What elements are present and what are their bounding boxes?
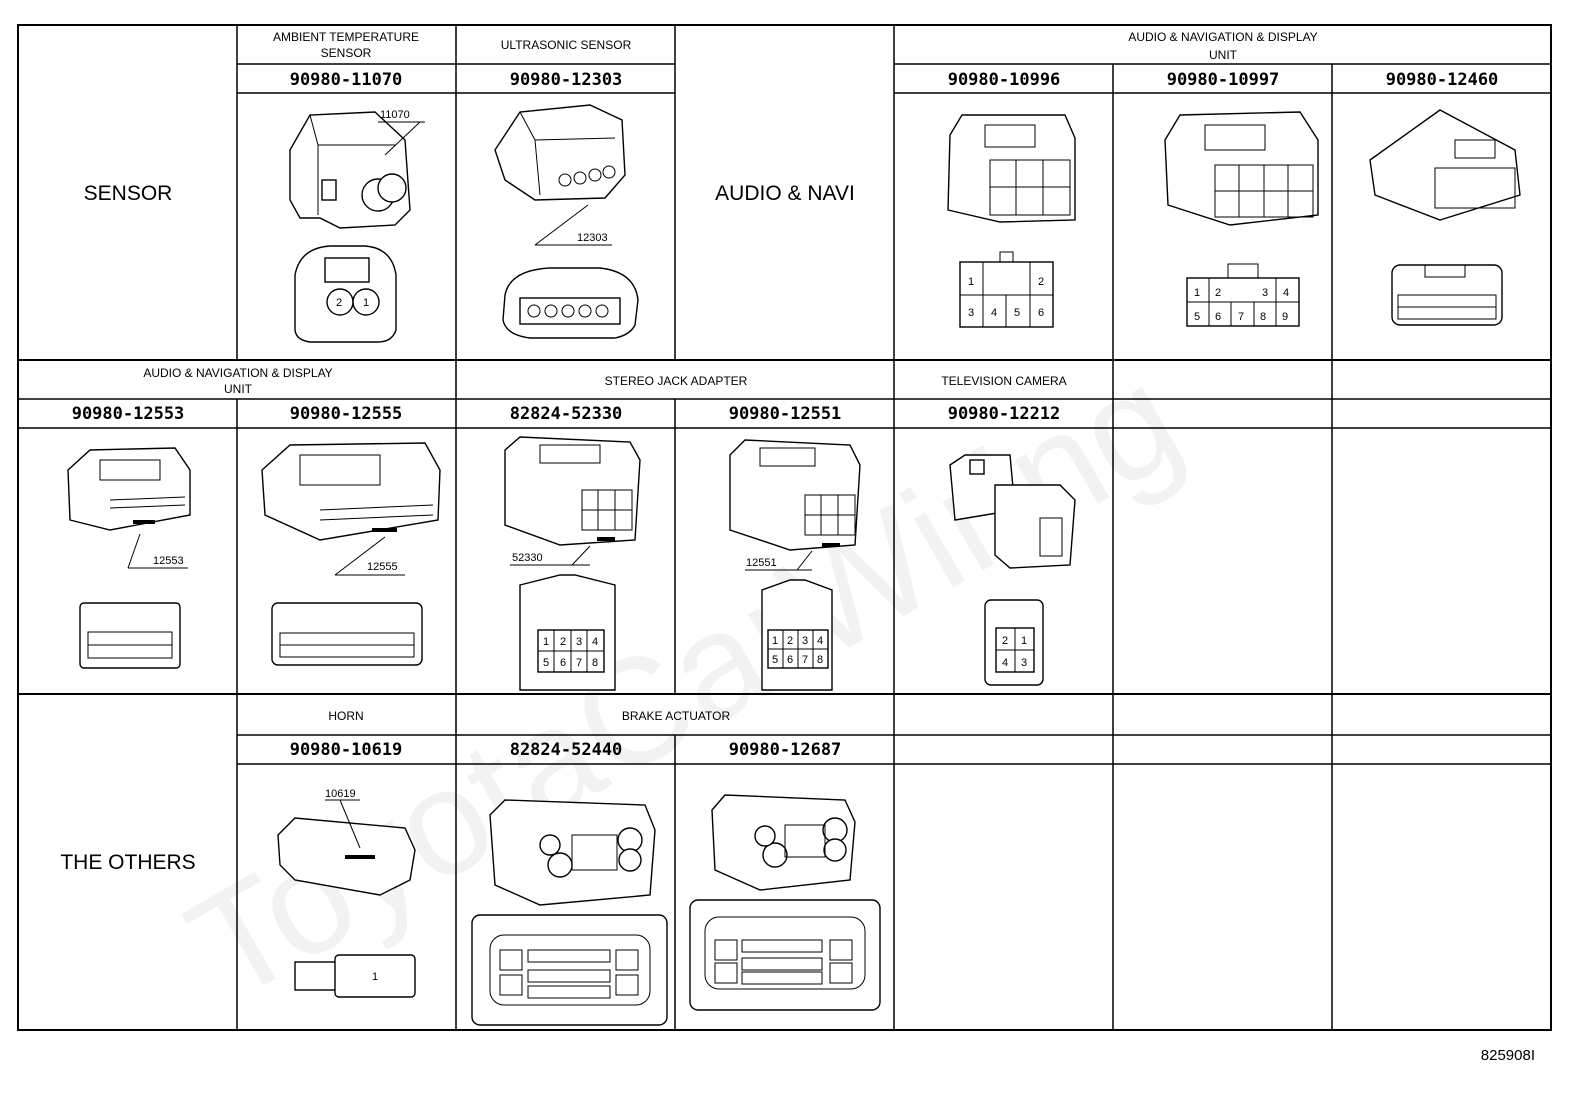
pin-label: 2 (1215, 287, 1221, 299)
pin-label: 6 (1215, 311, 1221, 323)
pin-label: 2 (1002, 635, 1008, 647)
brake-actuator-caption: BRAKE ACTUATOR (622, 709, 731, 723)
pin-label: 7 (576, 657, 582, 669)
pin-label: 4 (817, 635, 823, 647)
pin-label: 1 (372, 971, 378, 983)
ambient-sensor-caption-line1: AMBIENT TEMPERATURE (273, 30, 419, 44)
connector-drawing-12551: 12551 1 2 3 4 5 6 7 8 (729, 439, 861, 691)
pin-label: 4 (1283, 287, 1289, 299)
pin-label: 5 (1014, 307, 1020, 319)
ultrasonic-sensor-caption: ULTRASONIC SENSOR (501, 38, 632, 52)
part-number: 90980-10997 (1167, 70, 1280, 90)
part-number: 90980-12212 (948, 404, 1061, 424)
connector-drawing-12553: 12553 (67, 447, 191, 669)
connector-drawing-11070: 11070 2 1 (289, 109, 425, 343)
and-unit-caption-line2: UNIT (224, 382, 253, 396)
connector-drawing-52330: 52330 1 2 3 4 5 6 7 8 (504, 436, 641, 691)
television-camera-caption: TELEVISION CAMERA (941, 374, 1066, 388)
pin-label: 6 (560, 657, 566, 669)
pin-label: 5 (772, 654, 778, 666)
part-number: 90980-11070 (290, 70, 403, 90)
pin-label: 8 (1260, 311, 1266, 323)
connector-drawing-12555: 12555 (261, 442, 441, 666)
callout-label: 12551 (746, 557, 777, 569)
pin-label: 4 (991, 307, 997, 319)
pin-label: 4 (1002, 657, 1008, 669)
connector-drawing-10996: 1 2 3 4 5 6 (947, 114, 1076, 328)
and-unit-caption-line1: AUDIO & NAVIGATION & DISPLAY (143, 366, 332, 380)
part-number: 90980-12460 (1386, 70, 1499, 90)
connector-drawing-10619: 10619 1 (277, 788, 416, 998)
stereo-jack-caption: STEREO JACK ADAPTER (605, 374, 748, 388)
connector-drawing-12460 (1369, 109, 1521, 326)
pin-label: 2 (1038, 276, 1044, 288)
pin-label: 3 (968, 307, 974, 319)
callout-label: 52330 (512, 552, 543, 564)
watermark: ToyotaCarWiring (162, 333, 1206, 1033)
callout-label: 11070 (380, 109, 410, 121)
pin-label: 2 (336, 297, 342, 309)
pin-label: 3 (1262, 287, 1268, 299)
and-unit-caption-line2: UNIT (1209, 48, 1238, 62)
pin-label: 1 (772, 635, 778, 647)
pin-label: 9 (1282, 311, 1288, 323)
pin-label: 7 (802, 654, 808, 666)
callout-label: 12555 (367, 561, 398, 573)
horn-caption: HORN (328, 709, 363, 723)
category-audio-navi: AUDIO & NAVI (715, 182, 855, 205)
pin-label: 8 (592, 657, 598, 669)
callout-label: 12303 (577, 232, 608, 244)
pin-label: 4 (592, 636, 598, 648)
connector-drawing-52440 (471, 799, 668, 1026)
part-number: 90980-10619 (290, 740, 403, 760)
pin-label: 6 (787, 654, 793, 666)
table-grid (17, 24, 1552, 1031)
callout-label: 10619 (325, 788, 356, 800)
connector-drawing-10997: 1 2 3 4 5 6 7 8 9 10 (1164, 111, 1319, 327)
column-headers: SENSOR AUDIO & NAVI THE OTHERS AMBIENT T… (60, 30, 1498, 874)
pin-label: 1 (1021, 635, 1027, 647)
pin-label: 3 (1021, 657, 1027, 669)
connector-drawing-12687 (689, 794, 881, 1011)
pin-label: 1 (968, 276, 974, 288)
part-number: 90980-12553 (72, 404, 185, 424)
and-unit-caption-line1: AUDIO & NAVIGATION & DISPLAY (1128, 30, 1317, 44)
part-number: 90980-12303 (510, 70, 623, 90)
part-number: 82824-52330 (510, 404, 623, 424)
category-the-others: THE OTHERS (60, 851, 195, 874)
pin-label: 6 (1038, 307, 1044, 319)
pin-label: 1 (543, 636, 549, 648)
category-sensor: SENSOR (84, 182, 173, 205)
part-number: 82824-52440 (510, 740, 623, 760)
ambient-sensor-caption-line2: SENSOR (321, 46, 372, 60)
pin-label: 2 (560, 636, 566, 648)
pin-label: 1 (1194, 287, 1200, 299)
pin-label: 1 (363, 297, 369, 309)
part-number: 90980-12687 (729, 740, 842, 760)
pin-label: 3 (802, 635, 808, 647)
pin-label: 7 (1238, 311, 1244, 323)
pin-label: 5 (1194, 311, 1200, 323)
pin-label: 5 (543, 657, 549, 669)
connector-drawing-12303: 12303 (494, 104, 639, 339)
part-number: 90980-12551 (729, 404, 842, 424)
part-number: 90980-10996 (948, 70, 1061, 90)
connector-drawing-12212: 2 1 4 3 (949, 454, 1076, 686)
callout-label: 12553 (153, 555, 184, 567)
part-number: 90980-12555 (290, 404, 403, 424)
pin-label: 8 (817, 654, 823, 666)
figure-id: 825908I (1481, 1047, 1535, 1064)
pin-label: 3 (576, 636, 582, 648)
pin-label: 2 (787, 635, 793, 647)
